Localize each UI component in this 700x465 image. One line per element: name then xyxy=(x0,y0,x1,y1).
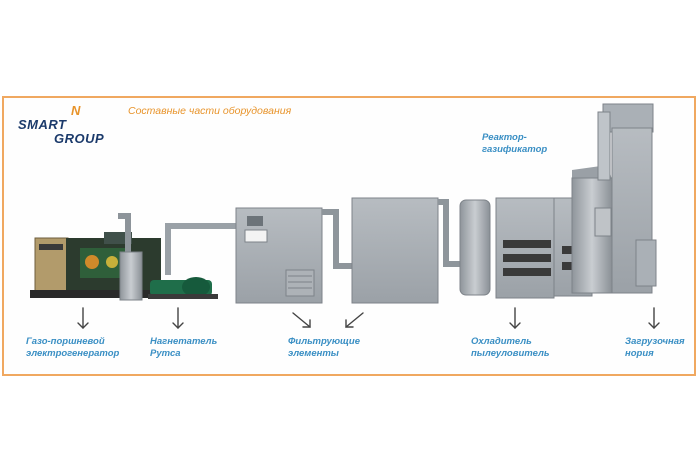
logo-n: N xyxy=(71,103,81,118)
label-elevator: Загрузочная нория xyxy=(625,336,685,359)
arrow-filters-right xyxy=(345,312,364,328)
label-generator: Газо-поршневой электрогенератор xyxy=(26,336,120,359)
arrow-generator xyxy=(77,307,89,329)
connecting-pipe-2 xyxy=(438,199,460,267)
diagram-heading: Составные части оборудования xyxy=(128,105,292,117)
arrow-elevator xyxy=(648,307,660,329)
arrows xyxy=(77,307,660,329)
smart-group-logo: SMART N GROUP xyxy=(18,104,133,149)
label-reactor: Реактор- газификатор xyxy=(482,132,548,155)
roots-blower xyxy=(148,223,238,299)
exhaust-pipe xyxy=(118,213,131,262)
arrow-blower xyxy=(172,307,184,329)
arrow-filters-left xyxy=(292,312,311,328)
separator-cylinder xyxy=(119,251,143,301)
connecting-pipe-1 xyxy=(322,209,352,269)
logo-group: GROUP xyxy=(54,131,105,146)
label-filters: Фильтрующие элементы xyxy=(288,336,361,359)
label-blower: Нагнетатель Рутса xyxy=(150,336,218,359)
label-cooler: Охладитель пылеуловитель xyxy=(471,336,550,359)
filter-cabinet-1 xyxy=(235,207,323,304)
reactor-gasifier xyxy=(571,165,613,294)
logo-smart: SMART xyxy=(18,117,67,132)
filter-cabinet-2 xyxy=(351,197,439,304)
arrow-cooler xyxy=(509,307,521,329)
loading-elevator xyxy=(597,103,657,294)
